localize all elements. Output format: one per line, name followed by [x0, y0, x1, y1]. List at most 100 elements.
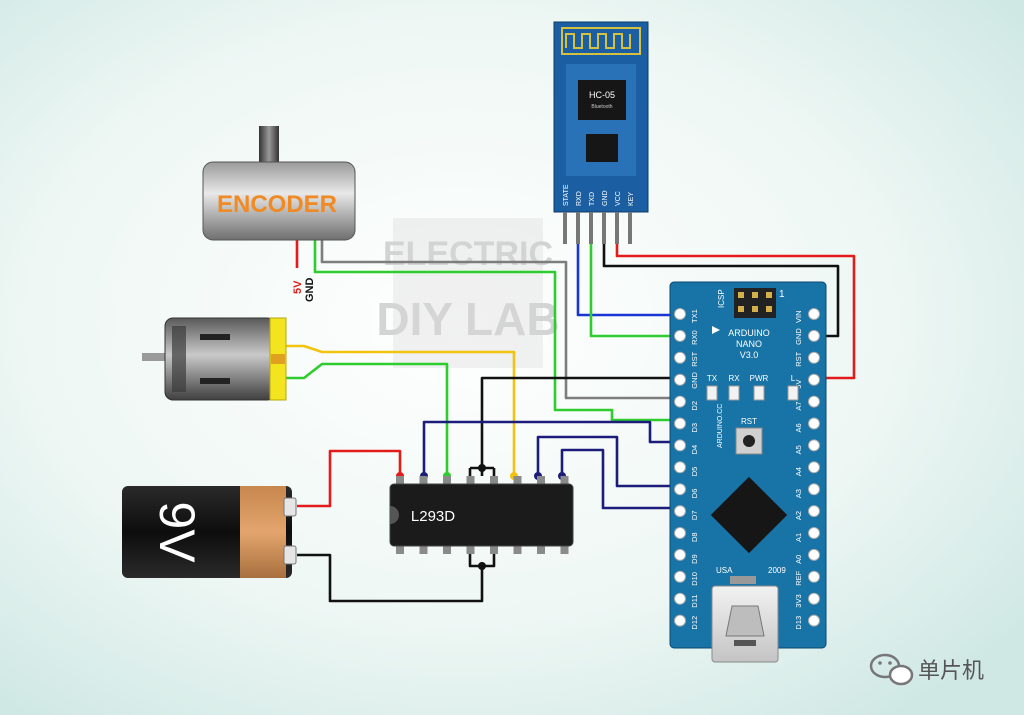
arduino-pin-right[interactable] — [808, 308, 820, 320]
arduino-pin-label: D5 — [690, 467, 699, 477]
arduino-pin-right[interactable] — [808, 439, 820, 452]
bt-pin-label: RXD — [576, 191, 583, 206]
ic-pin-top — [560, 476, 569, 486]
arduino-pin-label: A5 — [794, 445, 803, 454]
ic-pin-top — [466, 476, 475, 486]
arduino-pin-label: D2 — [690, 401, 699, 411]
arduino-pin-left[interactable] — [674, 395, 686, 408]
wires — [285, 240, 856, 603]
ic-pin-bottom — [466, 544, 475, 554]
arduino-pin-left[interactable] — [674, 417, 686, 430]
wire-bt-rxd — [576, 244, 677, 317]
bt-pin-label: GND — [602, 190, 609, 206]
motor-shaft — [142, 353, 168, 361]
ic-pin-bottom — [490, 544, 498, 554]
ic-pin-top — [537, 476, 545, 486]
wire-encoder-d3 — [313, 240, 677, 422]
encoder-label: ENCODER — [217, 191, 337, 218]
arduino-pin-right[interactable] — [808, 505, 820, 518]
wire-d4 — [422, 420, 677, 476]
arduino-pin-left[interactable] — [674, 439, 686, 452]
led-label: TX — [707, 374, 718, 383]
arduino-pin-label: REF — [794, 570, 803, 585]
bt-pin-label: TXD — [589, 192, 596, 206]
arduino-pin-right[interactable] — [808, 614, 820, 627]
ic-pin-bottom — [396, 544, 404, 554]
battery-label: 9V — [149, 501, 205, 563]
arduino-pin-right[interactable] — [808, 570, 820, 583]
arduino-pin-left[interactable] — [674, 527, 686, 539]
arduino-pin-left[interactable] — [674, 592, 686, 605]
arduino-pin-label: D3 — [690, 423, 699, 433]
bt-pin-label: STATE — [563, 184, 570, 206]
arduino-pin-label: A2 — [794, 511, 803, 520]
arduino-pin-right[interactable] — [808, 351, 820, 364]
arduino-pin-label: A0 — [794, 555, 803, 564]
ic-pin-bottom — [443, 544, 451, 554]
arduino-pin-left[interactable] — [674, 548, 686, 561]
arduino-pin-right[interactable] — [808, 548, 820, 561]
arduino-pin-label: RX0 — [690, 330, 699, 345]
arduino-pin-left[interactable] — [674, 614, 686, 627]
ic-pin-bottom — [537, 544, 545, 554]
bt-pin — [615, 212, 619, 244]
ic-pin-top — [513, 476, 522, 486]
bt-pin — [628, 212, 632, 244]
arduino-pin-right[interactable] — [808, 395, 820, 408]
bt-pin — [589, 212, 593, 244]
arduino-pin-right[interactable] — [808, 527, 820, 539]
ic-pin-bottom — [560, 544, 569, 554]
arduino-title: ARDUINO — [728, 328, 770, 338]
wire-gnd-main — [480, 376, 677, 476]
arduino-pin-right[interactable] — [808, 592, 820, 605]
arduino-pin-right[interactable] — [808, 483, 820, 496]
wire-battery-pos — [297, 449, 402, 508]
ic-pin-bottom — [419, 544, 428, 554]
junctions — [478, 464, 486, 570]
reset-button[interactable] — [743, 435, 755, 447]
arduino-pin-label: 3V3 — [794, 594, 803, 607]
arduino-model: NANO — [736, 339, 762, 349]
arduino-pin-label: D12 — [690, 616, 699, 630]
arduino-pin-label: TX1 — [690, 309, 699, 323]
dc-motor — [142, 317, 287, 401]
arduino-pin-left[interactable] — [674, 351, 686, 364]
rst-label: RST — [741, 417, 757, 426]
led — [753, 385, 765, 401]
ic-pin-bottom — [513, 544, 522, 554]
bt-pin — [576, 212, 580, 244]
arduino-pin-right[interactable] — [808, 461, 820, 474]
bt-model: HC-05 — [589, 90, 615, 100]
arduino-pin-left[interactable] — [674, 373, 686, 386]
arduino-pin-label: D11 — [690, 594, 699, 607]
arduino-pin-left[interactable] — [674, 505, 686, 518]
arduino-pin-left[interactable] — [674, 483, 686, 496]
bt-sub: Bluetooth — [591, 104, 612, 110]
footer-brand-text: 单片机 — [918, 659, 984, 684]
wire-d6 — [536, 435, 677, 488]
wechat-icon — [869, 653, 914, 686]
arduino-pin-label: GND — [690, 371, 699, 388]
led — [706, 385, 718, 401]
arduino-pin-right[interactable] — [808, 373, 820, 386]
arduino-pin-label: D10 — [690, 572, 699, 586]
arduino-pin-left[interactable] — [674, 570, 686, 583]
wire-motor-a — [285, 344, 516, 476]
arduino-pin-label: A3 — [794, 489, 803, 498]
year-label: 2009 — [768, 566, 786, 575]
arduino-pin-left[interactable] — [674, 461, 686, 474]
arduino-pin-left[interactable] — [674, 308, 686, 320]
arduino-pin-left[interactable] — [674, 329, 686, 342]
arduino-pin-right[interactable] — [808, 417, 820, 430]
wire-motor-b — [285, 362, 449, 476]
watermark-line1: ELECTRIC — [383, 235, 553, 273]
ic-pin-top — [396, 476, 404, 486]
arduino-pin-label: D7 — [690, 511, 699, 521]
watermark: ELECTRIC DIY LAB — [376, 218, 560, 368]
arduino-pin-label: VIN — [794, 310, 803, 323]
wire-bt-txd — [589, 244, 677, 338]
led — [728, 385, 740, 401]
arduino-pin-right[interactable] — [808, 329, 820, 342]
ic-pin-top — [490, 476, 498, 486]
